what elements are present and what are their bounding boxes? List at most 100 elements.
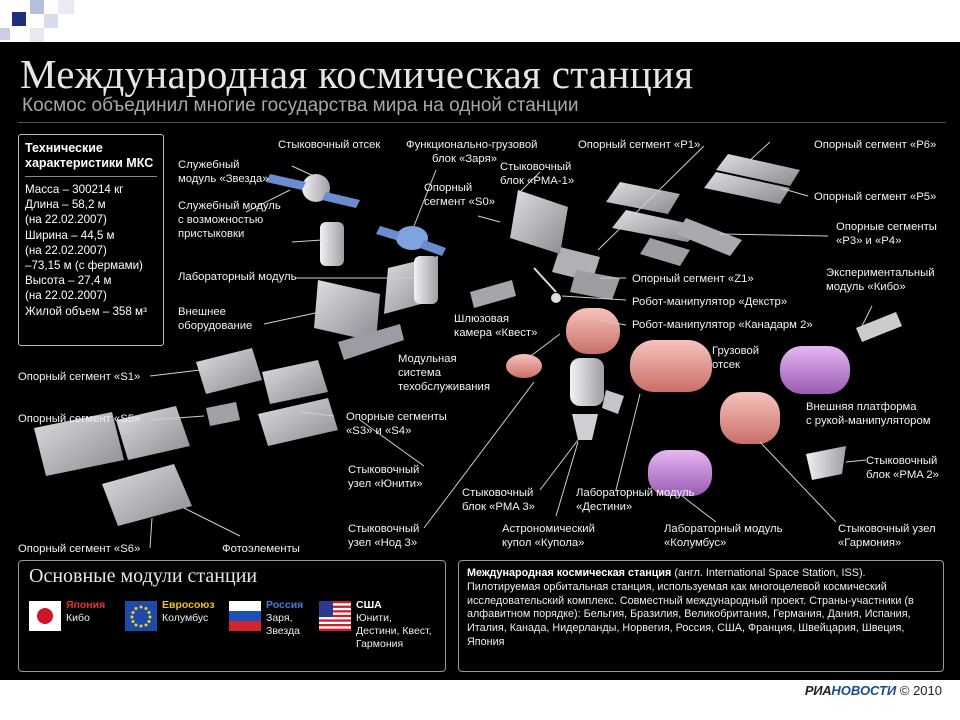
label-external-platform-line: Внешняя платформа: [806, 401, 917, 413]
label-service-docking-line: пристыковки: [178, 228, 245, 240]
label-mss: Модульная система техобслуживания: [398, 352, 490, 394]
corner-square-1: [12, 12, 26, 26]
label-pma2-line: Стыковочный: [866, 455, 938, 467]
label-columbus-line: «Колумбус»: [664, 537, 727, 549]
label-p1: Опорный сегмент «P1»: [578, 139, 701, 151]
spec-line: Жилой объем – 358 м³: [25, 304, 147, 318]
destiny-module: [630, 340, 712, 392]
legend-country-modules: Заря,Звезда: [266, 612, 300, 638]
label-docking-compartment: Стыковочный отсек: [278, 139, 381, 151]
legend-module-line: Звезда: [266, 625, 300, 637]
label-kibo-line: модуль «Кибо»: [826, 281, 906, 293]
legend-country-name: Россия: [266, 599, 304, 611]
solar-panel-s5: [34, 406, 190, 476]
label-pma1-line: Стыковочный: [500, 161, 572, 173]
label-p3p4-line: «P3» и «P4»: [836, 235, 902, 247]
spec-line: Масса – 300214 кг: [25, 183, 124, 196]
description-box: Международная космическая станция (англ.…: [458, 560, 944, 672]
leader-lines: [149, 141, 873, 549]
label-s6: Опорный сегмент «S6»: [18, 543, 141, 555]
label-node3: Стыковочный узел «Нод 3»: [348, 522, 419, 550]
label-cargo-bay-line: Грузовой: [712, 345, 760, 357]
legend-country-name: Япония: [66, 599, 106, 611]
label-mss-line: Модульная: [398, 353, 457, 365]
label-harmony: Стыковочный узел «Гармония»: [838, 522, 936, 550]
label-node3-line: узел «Нод 3»: [348, 537, 418, 549]
label-zarya-line: Функционально-грузовой: [406, 139, 538, 151]
label-service-docking: Служебный модуль с возможностью пристыковк…: [178, 199, 281, 241]
truss-p3p4: [640, 218, 742, 266]
label-mss-line: система: [398, 367, 441, 379]
eu-flag-icon: [125, 601, 157, 631]
spec-line: –73,15 м (с фермами): [25, 259, 143, 273]
label-kibo-line: Экспериментальный: [826, 267, 935, 279]
corner-square-3: [44, 14, 58, 28]
legend-country-modules: Юнити,Дестини, Квест,Гармония: [356, 612, 432, 651]
zvezda-module: [266, 174, 360, 208]
legend-module-line: Юнити,: [356, 612, 392, 624]
title-divider: [18, 122, 946, 123]
corner-square-6: [30, 28, 44, 42]
kibo-module: [780, 346, 850, 394]
credit-ria: РИА: [804, 683, 832, 698]
label-service-docking-line: Служебный модуль: [178, 200, 281, 212]
station-diagram: [34, 141, 902, 549]
label-quest-line: камера «Квест»: [454, 327, 538, 339]
label-service-docking-line: с возможностью: [178, 214, 264, 226]
harmony-module: [720, 392, 780, 444]
credit-copyright: © 2010: [899, 683, 942, 698]
label-harmony-line: «Гармония»: [838, 537, 902, 549]
label-mss-line: техобслуживания: [398, 381, 490, 393]
service-module-docking: [320, 222, 344, 266]
pink-module-canadarm: [566, 308, 620, 354]
label-kibo: Экспериментальный модуль «Кибо»: [826, 266, 935, 294]
description-text: (англ. International Space Station, ISS)…: [467, 567, 914, 648]
label-s5: Опорный сегмент «S5»: [18, 413, 141, 425]
label-cupola-line: Астрономический: [502, 523, 595, 535]
pma2-block: [806, 446, 846, 480]
columbus-module: [648, 450, 712, 496]
page-subtitle: Космос объединил многие государства мира…: [22, 95, 579, 116]
label-harmony-line: Стыковочный узел: [838, 523, 936, 535]
legend-module-line: Гармония: [356, 638, 404, 650]
label-zvezda-line: Служебный: [178, 159, 240, 171]
label-lab-module: Лабораторный модуль: [178, 271, 297, 283]
spec-line: Длина – 58,2 м: [25, 198, 106, 212]
label-unity-line: узел «Юнити»: [348, 478, 423, 490]
label-cargo-bay-line: отсек: [712, 359, 740, 371]
specs-heading-2: характеристики МКС: [25, 156, 154, 170]
corner-square-5: [58, 0, 74, 14]
credit-novosti: НОВОСТИ: [831, 683, 897, 698]
spec-line: (на 22.02.2007): [25, 213, 107, 227]
usa-flag-icon: [319, 601, 351, 631]
label-destiny-line: «Дестини»: [576, 501, 633, 513]
label-z1: Опорный сегмент «Z1»: [632, 273, 754, 285]
legend-country-name: Евросоюз: [162, 599, 215, 611]
label-s0-line: сегмент «S0»: [424, 196, 496, 208]
label-unity-line: Стыковочный: [348, 464, 420, 476]
corner-square-2: [30, 0, 44, 14]
label-columbus-line: Лабораторный модуль: [664, 523, 783, 535]
label-zvezda-line: модуль «Звезда»: [178, 173, 269, 185]
spec-line: (на 22.02.2007): [25, 289, 107, 303]
legend-title: Основные модули станции: [29, 565, 258, 587]
label-s3s4: Опорные сегменты«S3» и «S4»: [346, 410, 447, 438]
label-node3-line: Стыковочный: [348, 523, 420, 535]
legend-country-name: США: [356, 599, 382, 611]
truss-s0: [510, 190, 568, 254]
corner-square-4: [0, 28, 10, 40]
page-title: Международная космическая станция: [20, 51, 694, 97]
label-quest-line: Шлюзовая: [454, 313, 510, 325]
truss-s1: [196, 348, 328, 404]
description-lead: Международная космическая станция: [467, 567, 672, 579]
label-pma3-line: блок «PMA 3»: [462, 501, 535, 513]
label-p3p4-line: Опорные сегменты: [836, 221, 937, 233]
label-pma3-line: Стыковочный: [462, 487, 534, 499]
legend-country-modules: Кибо: [66, 612, 90, 624]
label-zvezda: Служебный модуль «Звезда»: [178, 158, 269, 186]
